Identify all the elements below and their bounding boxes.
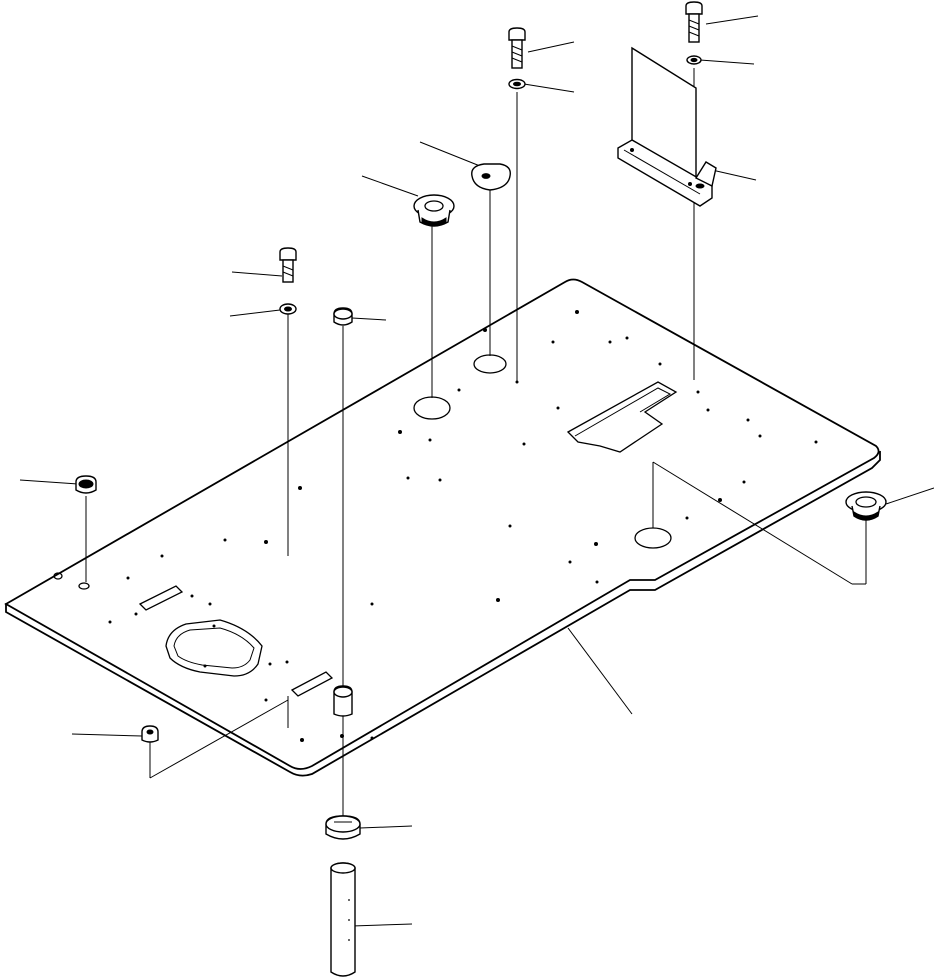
plug-icon — [75, 475, 97, 494]
clamp-icon — [325, 815, 361, 840]
oval-cap-icon — [471, 163, 511, 191]
hex-bolt-icon — [508, 27, 526, 69]
floor-plate — [4, 278, 881, 777]
plug-icon — [333, 307, 353, 326]
rod-icon — [330, 862, 356, 977]
washer-icon — [508, 78, 526, 90]
washer-icon — [279, 303, 297, 315]
grommet-icon — [413, 194, 455, 227]
grommet-icon — [845, 491, 887, 521]
bracket-icon — [617, 46, 717, 207]
hex-bolt-icon — [279, 247, 297, 283]
hex-bolt-icon — [685, 1, 703, 43]
washer-icon — [686, 55, 702, 65]
collar-icon — [333, 685, 353, 717]
nut-icon — [141, 725, 159, 743]
